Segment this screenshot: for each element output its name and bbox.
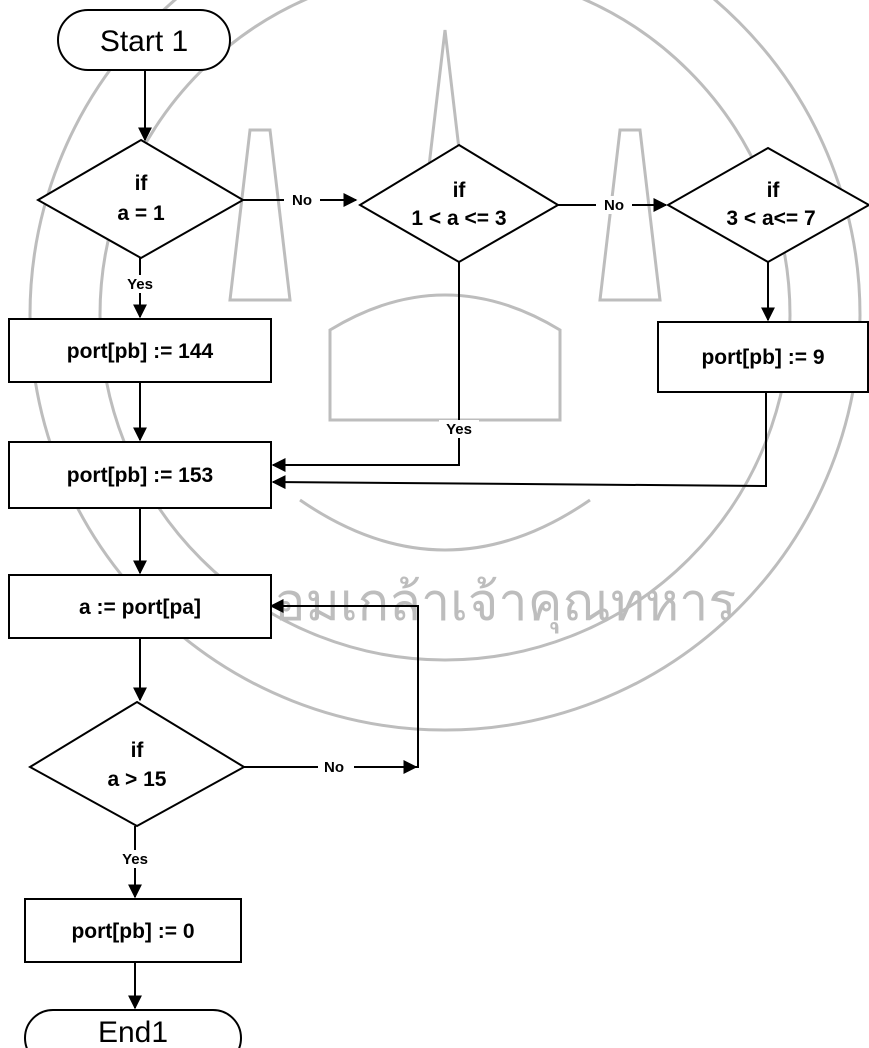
- process-0-shape: [24, 898, 242, 963]
- start-terminal: Start 1: [57, 9, 231, 71]
- decision-a-gt-15: if a > 15: [28, 700, 246, 828]
- process-9-label: port[pb] := 9: [701, 346, 824, 369]
- yes3-backdrop: [115, 850, 155, 868]
- decision-4-shape: [28, 700, 246, 828]
- seal-inner-ring: [98, 0, 792, 662]
- end-label: End1: [98, 1016, 168, 1048]
- decision-3-lt-a-le-7: if 3 < a<= 7: [665, 146, 869, 264]
- process-read-port-pa: a := port[pa]: [8, 574, 272, 639]
- branch-labels: No No No Yes Yes Yes: [115, 191, 632, 868]
- decision-4-if: if: [131, 739, 145, 762]
- yes-label-2: Yes: [446, 421, 472, 438]
- decision-1-condition: a = 1: [117, 202, 165, 225]
- start-label: Start 1: [100, 25, 188, 58]
- decision-4-condition: a > 15: [108, 768, 167, 791]
- process-0-label: port[pb] := 0: [71, 920, 194, 943]
- decision-3-shape: [665, 146, 869, 264]
- yes1-backdrop: [120, 275, 160, 293]
- no3-backdrop: [318, 758, 354, 776]
- yes-label-1: Yes: [127, 276, 153, 293]
- process-port-0: port[pb] := 0: [24, 898, 242, 963]
- decision-3-condition: 3 < a<= 7: [726, 207, 815, 230]
- seal-outer-ring: [28, 0, 862, 732]
- process-port-144: port[pb] := 144: [8, 318, 272, 383]
- yes2-backdrop: [439, 420, 479, 438]
- end-shape: [24, 1009, 242, 1048]
- end-terminal: End1: [24, 1009, 242, 1048]
- start-shape: [57, 9, 231, 71]
- decision-1-lt-a-le-3: if 1 < a <= 3: [358, 143, 560, 264]
- decision-3-if: if: [767, 179, 781, 202]
- seal-towers: [228, 128, 662, 302]
- process-port-9: port[pb] := 9: [657, 321, 869, 393]
- process-153-label: port[pb] := 153: [67, 464, 213, 487]
- arrow-9-to-153: [271, 392, 767, 490]
- process-port-153: port[pb] := 153: [8, 441, 272, 509]
- seal-base: [299, 498, 591, 552]
- yes-label-3: Yes: [122, 851, 148, 868]
- decision-2-if: if: [453, 179, 467, 202]
- decision-a-equals-1: if a = 1: [35, 138, 245, 260]
- process-153-shape: [8, 441, 272, 509]
- no2-backdrop: [596, 196, 632, 214]
- no1-backdrop: [284, 191, 320, 209]
- arrow-dec2-yes: [271, 258, 460, 472]
- process-read-label: a := port[pa]: [79, 596, 201, 619]
- process-144-label: port[pb] := 144: [67, 340, 214, 363]
- process-9-shape: [657, 321, 869, 393]
- no-label-2: No: [604, 197, 624, 214]
- decision-2-condition: 1 < a <= 3: [411, 207, 506, 230]
- process-144-shape: [8, 318, 272, 383]
- no-label-1: No: [292, 192, 312, 209]
- decision-2-shape: [358, 143, 560, 264]
- no-label-3: No: [324, 759, 344, 776]
- process-read-shape: [8, 574, 272, 639]
- seal-crown: [328, 293, 562, 422]
- decision-1-shape: [35, 138, 245, 260]
- decision-1-if: if: [135, 172, 149, 195]
